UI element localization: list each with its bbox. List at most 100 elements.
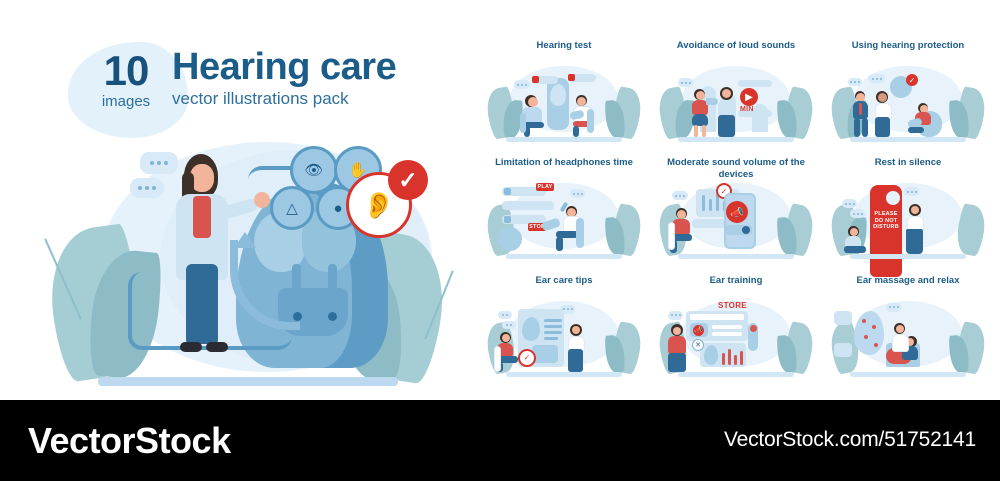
face (567, 208, 576, 218)
megaphone-icon (706, 98, 718, 105)
bubble-dot (570, 308, 573, 311)
torso (668, 335, 686, 354)
chair (668, 222, 675, 251)
bubble-dot (138, 186, 142, 190)
chair (494, 345, 501, 372)
bubble-dot (871, 77, 874, 80)
chat-bubble-icon (498, 310, 512, 319)
play-icon (504, 188, 511, 196)
bubble-dot (580, 192, 583, 195)
doctor-character (569, 95, 596, 137)
person-covering-ears (716, 87, 740, 137)
grid-cell-avoidance-of-loud-sounds: Avoidance of loud sounds (650, 38, 822, 155)
play-button-icon[interactable]: ▶ (740, 88, 758, 106)
chart-bar (722, 352, 725, 365)
bubble-dot (875, 77, 878, 80)
chat-bubble-icon (672, 191, 688, 201)
chat-bubble-icon (570, 189, 585, 199)
torso (845, 236, 861, 249)
face (577, 97, 586, 106)
bubble-dot (525, 83, 527, 86)
chart-bar (740, 350, 743, 365)
chat-bubble-icon (842, 199, 857, 209)
seated-man-with-headphones (541, 201, 588, 254)
bubble-dot (506, 313, 508, 316)
shoe (206, 342, 228, 352)
bubble-dot (566, 308, 569, 311)
illustration-grid: Hearing test (478, 38, 994, 390)
leg (862, 118, 868, 137)
hero-section: 10 images Hearing care vector illustrati… (0, 0, 470, 400)
vectorstock-logo: VectorStock (28, 420, 231, 461)
image-count-number: 10 (103, 47, 150, 94)
video-thumbnail[interactable] (532, 344, 558, 363)
seated-woman-character (494, 331, 522, 372)
bubble-dot (914, 190, 917, 193)
businessman-character (850, 91, 872, 137)
torso (497, 342, 513, 357)
toggle-knob[interactable] (742, 226, 750, 235)
player-bar[interactable] (502, 187, 546, 197)
torso (522, 107, 542, 123)
toggle-switch[interactable] (724, 225, 752, 236)
grid-cell-rest-in-silence: Rest in silence (822, 155, 994, 278)
leg (694, 125, 698, 137)
cell-title: Ear massage and relax (856, 274, 960, 286)
bubble-dot (510, 323, 512, 326)
woman-character (872, 91, 894, 137)
bg-bar (752, 104, 768, 132)
ground-line (506, 371, 622, 377)
equalizer-bar (716, 193, 719, 212)
leg (844, 246, 866, 254)
bubble-dot (684, 81, 687, 84)
slider-knob[interactable] (750, 324, 757, 332)
patient-character (520, 95, 546, 137)
torso (718, 100, 735, 116)
plug-pin-icon (328, 264, 337, 290)
acupoint-dot (874, 342, 878, 347)
volume-slider[interactable] (748, 322, 758, 351)
address-bar[interactable] (690, 313, 744, 320)
bubble-dot (157, 161, 161, 165)
volume-slider[interactable] (692, 219, 726, 229)
bubble-dot (164, 161, 168, 165)
seated-woman-character (842, 226, 870, 254)
hero-illustration: 👁 ✋ △ ● 👂 ✓ (40, 140, 460, 392)
hero-blob-decoration (68, 42, 188, 138)
player-bar[interactable] (502, 215, 546, 225)
standing-woman-character (566, 323, 588, 372)
image-count-label: images (101, 92, 151, 110)
scene-rest-in-silence: PLEASE DO NOT DISTURB (827, 181, 989, 278)
standing-woman-character (904, 204, 928, 255)
bubble-dot (576, 192, 579, 195)
scene-hearing-test (483, 64, 645, 146)
face (696, 91, 705, 100)
bubble-dot (906, 190, 909, 193)
bubble-dot (688, 81, 691, 84)
title-block: Hearing care vector illustrations pack (172, 48, 397, 109)
chart-bar (734, 354, 737, 365)
cell-title: Ear care tips (535, 274, 593, 286)
client-character (884, 332, 928, 372)
face (502, 333, 510, 342)
stop-label: STOP (528, 223, 546, 232)
face (190, 164, 214, 192)
info-card (568, 74, 596, 82)
waveform-bar (502, 201, 554, 211)
close-icon[interactable]: ✕ (692, 338, 704, 351)
check-icon: ✓ (518, 348, 536, 367)
chat-bubble-icon (668, 310, 683, 320)
hanger-hole (886, 191, 900, 206)
cell-title: Hearing test (536, 40, 592, 51)
image-count-block: 10 images (84, 47, 168, 110)
bubble-dot (879, 77, 882, 80)
scene-ear-training: STORE 📣 ✕ (655, 299, 817, 381)
bubble-dot (860, 212, 863, 215)
info-card (834, 310, 852, 325)
leg (908, 127, 924, 133)
chat-bubble-icon (904, 187, 919, 197)
bubble-dot (910, 190, 913, 193)
face (906, 337, 914, 346)
info-bar (738, 80, 772, 87)
chat-bubble-icon (502, 320, 516, 329)
